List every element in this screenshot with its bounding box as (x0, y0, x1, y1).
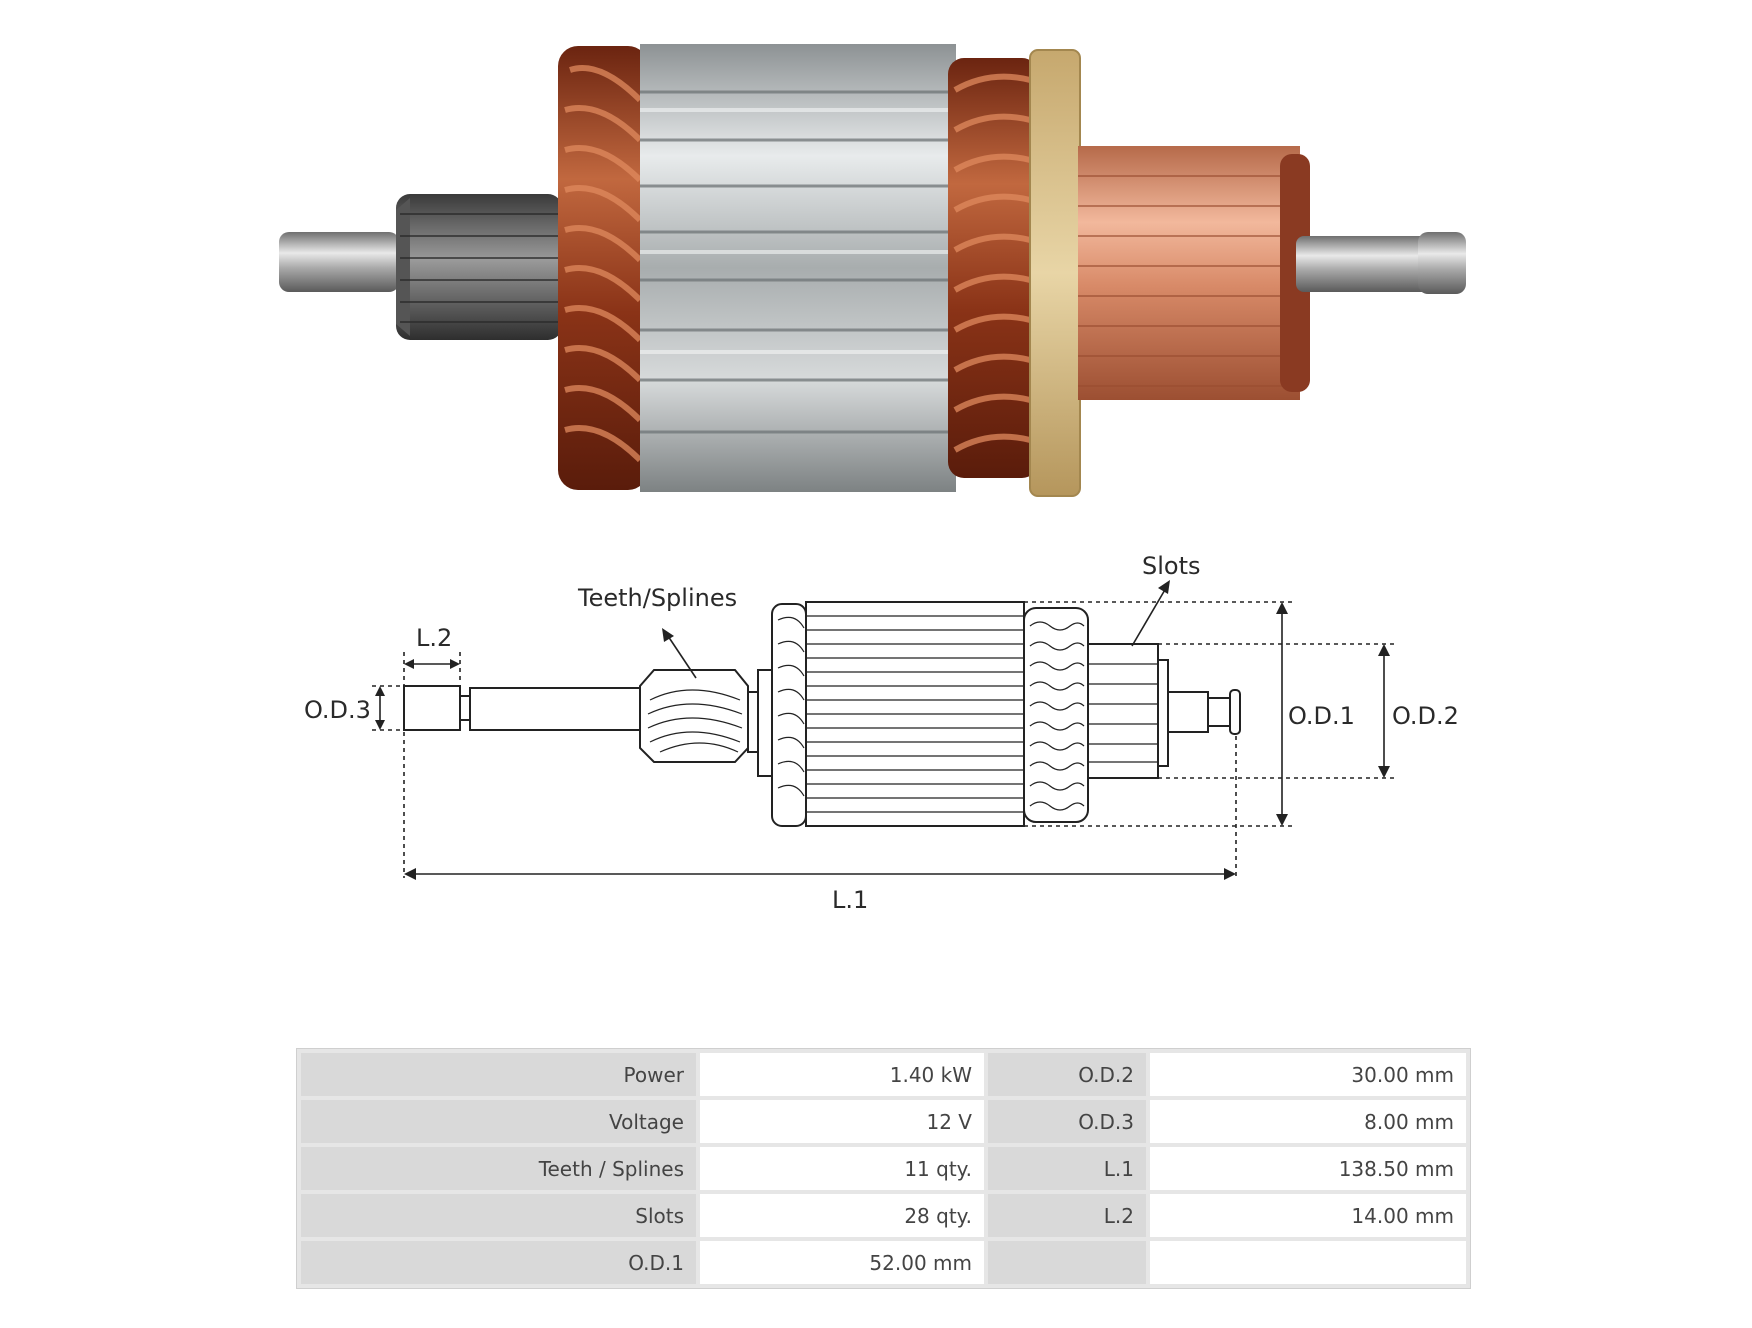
spec-value: 1.40 kW (700, 1053, 984, 1096)
drawing-shaft-tip (403, 685, 461, 731)
spec-value: 11 qty. (700, 1147, 984, 1190)
drawing-commutator (1087, 643, 1169, 779)
label-od3: O.D.3 (304, 696, 371, 724)
spec-value: 8.00 mm (1150, 1100, 1466, 1143)
table-row: O.D.1 52.00 mm (301, 1241, 1466, 1284)
table-row: Power 1.40 kW O.D.2 30.00 mm (301, 1053, 1466, 1096)
drawing-right-winding (1023, 607, 1089, 823)
commutator (1078, 146, 1310, 400)
spec-label: L.2 (988, 1194, 1146, 1237)
table-row: Voltage 12 V O.D.3 8.00 mm (301, 1100, 1466, 1143)
spec-value (1150, 1241, 1466, 1284)
right-shaft (1296, 232, 1466, 294)
drawing-right-shaft (1167, 691, 1209, 733)
spec-label: O.D.2 (988, 1053, 1146, 1096)
armature-photo (279, 44, 1466, 497)
spec-label: Teeth / Splines (301, 1147, 696, 1190)
spec-table: Power 1.40 kW O.D.2 30.00 mm Voltage 12 … (296, 1048, 1471, 1289)
pinion-gear (396, 194, 562, 340)
spec-value: 138.50 mm (1150, 1147, 1466, 1190)
table-row: Slots 28 qty. L.2 14.00 mm (301, 1194, 1466, 1237)
drawing-left-winding (771, 603, 807, 827)
spec-value: 14.00 mm (1150, 1194, 1466, 1237)
label-od2: O.D.2 (1392, 702, 1459, 730)
spec-label: Power (301, 1053, 696, 1096)
laminated-core (640, 44, 956, 492)
drawing-shaft (469, 687, 641, 731)
label-slots: Slots (1142, 552, 1201, 580)
spec-label: Slots (301, 1194, 696, 1237)
spec-value: 12 V (700, 1100, 984, 1143)
label-l2: L.2 (416, 624, 452, 652)
label-l1: L.1 (832, 886, 868, 914)
spec-value: 30.00 mm (1150, 1053, 1466, 1096)
table-row: Teeth / Splines 11 qty. L.1 138.50 mm (301, 1147, 1466, 1190)
left-shaft (279, 232, 399, 292)
spec-label: O.D.3 (988, 1100, 1146, 1143)
spec-value: 52.00 mm (700, 1241, 984, 1284)
right-copper-windings (948, 58, 1038, 478)
label-od1: O.D.1 (1288, 702, 1355, 730)
drawing-core (805, 601, 1025, 827)
spec-label: O.D.1 (301, 1241, 696, 1284)
drawing-pinion (639, 669, 749, 763)
spec-label: Voltage (301, 1100, 696, 1143)
left-copper-windings (558, 46, 648, 490)
spec-label: L.1 (988, 1147, 1146, 1190)
spec-label (988, 1241, 1146, 1284)
label-teeth-splines: Teeth/Splines (577, 584, 737, 612)
spec-value: 28 qty. (700, 1194, 984, 1237)
